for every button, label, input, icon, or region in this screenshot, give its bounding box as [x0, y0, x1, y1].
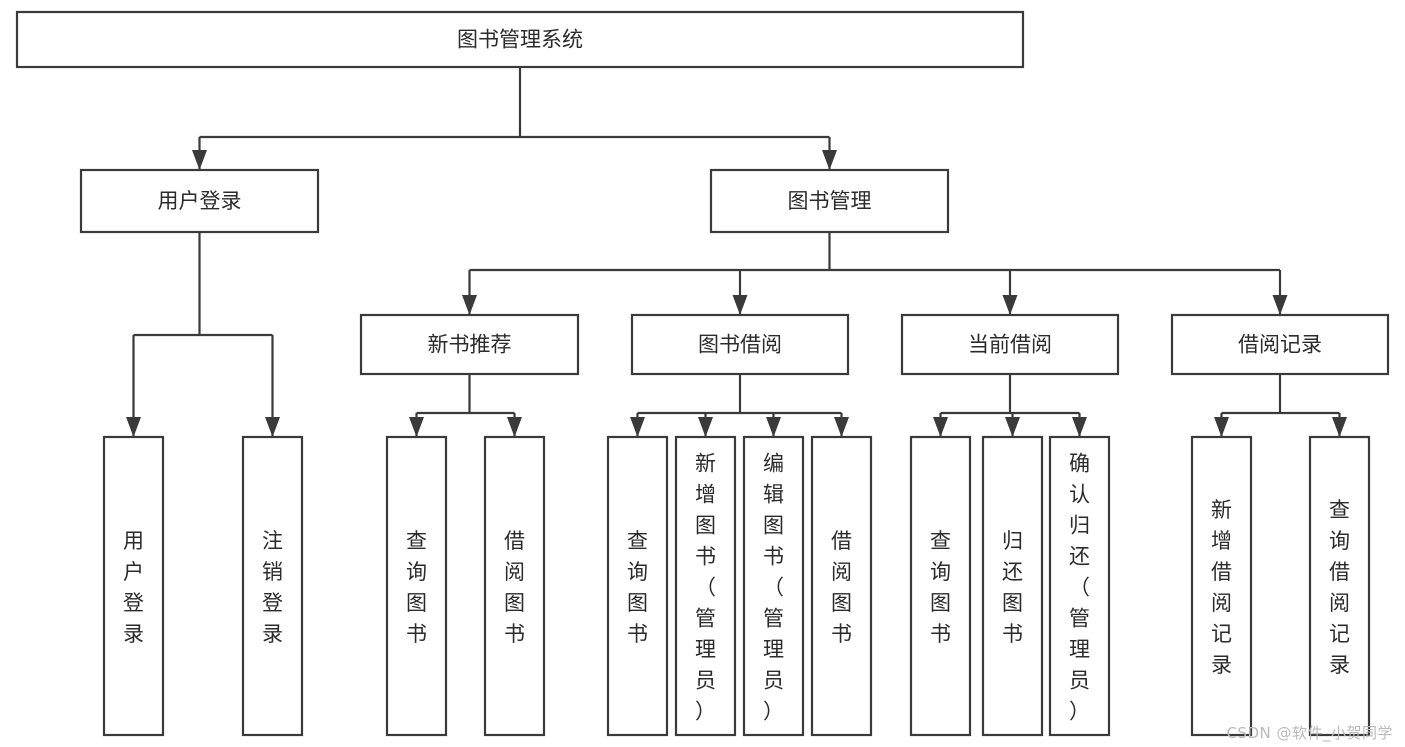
node-root-0[interactable]: 图书管理系统	[15, 10, 1025, 69]
node-label: 用户登录	[123, 529, 144, 646]
node-label: 新增借阅记录	[1211, 498, 1232, 677]
node-l2-2[interactable]: 当前借阅	[900, 313, 1120, 376]
arrow-head-icon	[1072, 417, 1087, 437]
node-l1-1[interactable]: 图书管理	[709, 168, 950, 234]
node-leaf-11[interactable]: 新增借阅记录	[1190, 435, 1253, 737]
node-label: 归还图书	[1002, 529, 1023, 646]
node-box-rect[interactable]	[359, 313, 580, 376]
arrow-head-icon	[1332, 417, 1347, 437]
arrow-head-icon	[1214, 417, 1229, 437]
node-box-rect[interactable]	[15, 10, 1025, 69]
node-l2-1[interactable]: 图书借阅	[630, 313, 850, 376]
node-label: 查询图书	[627, 529, 648, 646]
node-leaf-4[interactable]: 查询图书	[606, 435, 669, 737]
node-box-rect[interactable]	[1048, 435, 1111, 737]
node-box-rect[interactable]	[385, 435, 448, 737]
node-box-rect[interactable]	[1170, 313, 1390, 376]
node-label: 确认归还（管理员）	[1069, 452, 1090, 724]
node-leaf-3[interactable]: 借阅图书	[483, 435, 546, 737]
node-leaf-7[interactable]: 借阅图书	[810, 435, 873, 737]
node-box-rect[interactable]	[909, 435, 972, 737]
node-box-rect[interactable]	[241, 435, 304, 737]
node-label: 当前借阅	[968, 333, 1052, 357]
node-label: 借阅记录	[1238, 333, 1322, 357]
arrow-head-icon	[630, 417, 645, 437]
node-box-rect[interactable]	[981, 435, 1044, 737]
arrow-head-icon	[507, 417, 522, 437]
arrow-head-icon	[766, 417, 781, 437]
arrow-head-icon	[1005, 417, 1020, 437]
node-label: 新增图书（管理员）	[695, 452, 716, 724]
node-box-rect[interactable]	[674, 435, 737, 737]
node-leaf-12[interactable]: 查询借阅记录	[1308, 435, 1371, 737]
node-label: 新书推荐	[428, 333, 512, 357]
node-label: 借阅图书	[504, 529, 525, 646]
arrow-head-icon	[933, 417, 948, 437]
node-box-rect[interactable]	[810, 435, 873, 737]
node-leaf-2[interactable]: 查询图书	[385, 435, 448, 737]
arrow-head-icon	[834, 417, 849, 437]
node-leaf-0[interactable]: 用户登录	[102, 435, 165, 737]
node-box-rect[interactable]	[1308, 435, 1371, 737]
node-box-rect[interactable]	[1190, 435, 1253, 737]
node-box-rect[interactable]	[102, 435, 165, 737]
node-label: 查询图书	[406, 529, 427, 646]
node-leaf-9[interactable]: 归还图书	[981, 435, 1044, 737]
arrow-head-icon	[732, 295, 748, 315]
node-label: 图书借阅	[698, 333, 782, 357]
arrow-head-icon	[1272, 295, 1288, 315]
node-l1-0[interactable]: 用户登录	[79, 168, 320, 234]
node-label: 图书管理	[788, 189, 872, 213]
node-box-rect[interactable]	[483, 435, 546, 737]
node-label: 用户登录	[158, 189, 242, 213]
node-l2-0[interactable]: 新书推荐	[359, 313, 580, 376]
arrow-head-icon	[192, 150, 207, 170]
arrow-head-icon	[126, 417, 141, 437]
node-box-rect[interactable]	[742, 435, 805, 737]
node-label: 查询图书	[930, 529, 951, 646]
node-box-rect[interactable]	[79, 168, 320, 234]
arrow-head-icon	[698, 417, 713, 437]
node-label: 注销登录	[262, 529, 283, 646]
arrow-head-icon	[409, 417, 424, 437]
node-box-rect[interactable]	[900, 313, 1120, 376]
node-boxes-group: 图书管理系统用户登录图书管理新书推荐图书借阅当前借阅借阅记录用户登录注销登录查询…	[15, 10, 1390, 737]
node-label: 编辑图书（管理员）	[763, 452, 784, 724]
node-leaf-1[interactable]: 注销登录	[241, 435, 304, 737]
node-label: 图书管理系统	[457, 28, 583, 52]
arrow-head-icon	[1002, 295, 1018, 315]
arrow-head-icon	[265, 417, 280, 437]
node-leaf-8[interactable]: 查询图书	[909, 435, 972, 737]
node-box-rect[interactable]	[606, 435, 669, 737]
arrow-head-icon	[822, 150, 837, 170]
node-label: 查询借阅记录	[1329, 498, 1350, 677]
node-box-rect[interactable]	[630, 313, 850, 376]
arrow-head-icon	[462, 295, 477, 315]
node-label: 借阅图书	[831, 529, 852, 646]
node-leaf-5[interactable]: 新增图书（管理员）	[674, 435, 737, 737]
node-l2-3[interactable]: 借阅记录	[1170, 313, 1390, 376]
node-leaf-6[interactable]: 编辑图书（管理员）	[742, 435, 805, 737]
connector-lines-group	[126, 67, 1347, 437]
node-box-rect[interactable]	[709, 168, 950, 234]
node-leaf-10[interactable]: 确认归还（管理员）	[1048, 435, 1111, 737]
